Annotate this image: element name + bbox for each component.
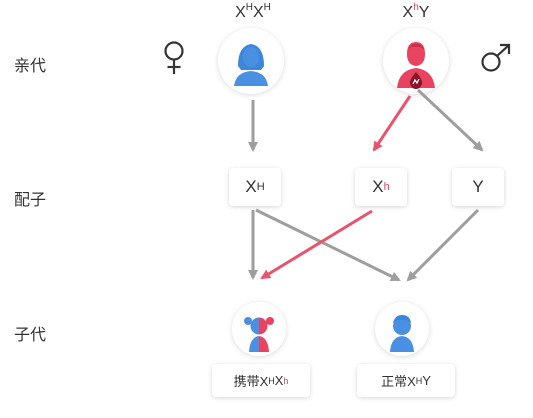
daughter-avatar <box>232 302 286 356</box>
arrow-y-to-son <box>406 208 480 282</box>
father-genotype: XhY <box>402 1 430 21</box>
arrow-xh-red-to-daughter <box>260 209 373 280</box>
label-gametes: 配子 <box>14 192 47 209</box>
arrow-father-to-xh <box>372 95 412 152</box>
father-avatar <box>383 28 449 94</box>
boy-icon <box>390 315 414 352</box>
label-offspring: 子代 <box>14 327 47 344</box>
arrow-xh-to-son <box>255 208 401 282</box>
son-avatar <box>375 302 429 356</box>
female-symbol-icon <box>164 41 184 74</box>
sick-man-icon <box>397 42 435 89</box>
gamete-father-y: Y <box>452 168 504 206</box>
woman-icon <box>234 44 268 86</box>
male-symbol-icon <box>481 43 511 72</box>
mother-avatar <box>218 28 284 94</box>
label-parents: 亲代 <box>14 58 47 75</box>
arrow-father-to-y <box>416 88 484 152</box>
mother-genotype: XHXH <box>235 1 271 21</box>
carrier-girl-icon <box>244 317 274 352</box>
